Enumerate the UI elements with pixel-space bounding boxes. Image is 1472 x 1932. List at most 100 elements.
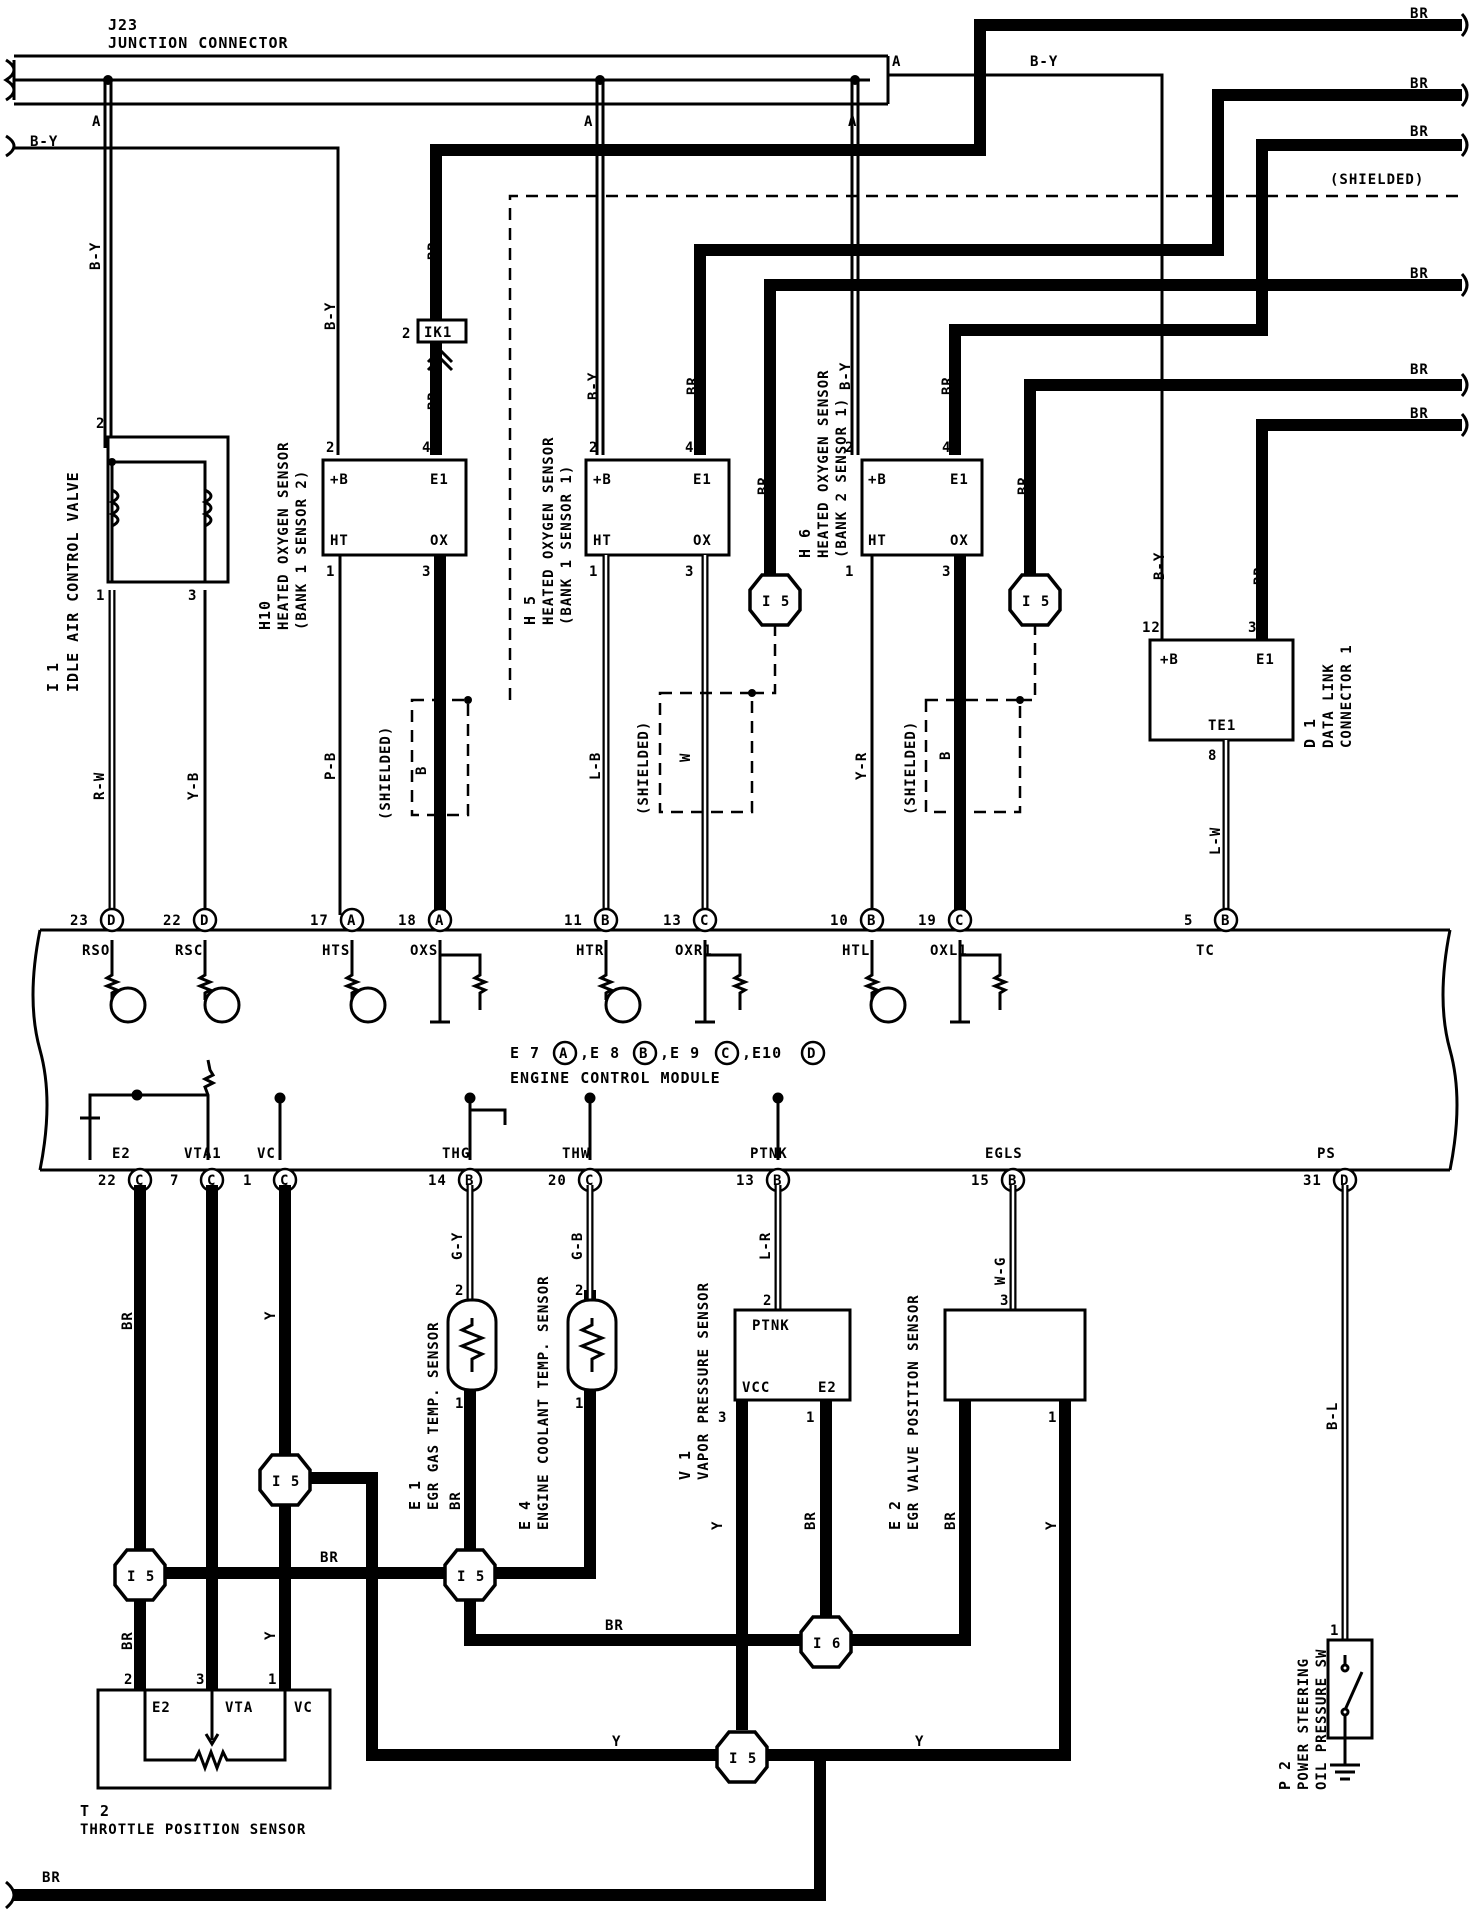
svg-text:B: B xyxy=(414,766,430,775)
ecm-pin-number: 7 xyxy=(170,1173,179,1189)
svg-text:2: 2 xyxy=(589,440,598,456)
ecm-pin-label: OXR1 xyxy=(675,943,713,959)
svg-text:,E 8: ,E 8 xyxy=(580,1044,620,1062)
svg-text:CONNECTOR 1: CONNECTOR 1 xyxy=(1339,644,1355,748)
svg-text:(SHIELDED): (SHIELDED) xyxy=(636,721,652,815)
engine-control-module: E 7 A ,E 8 B ,E 9 C ,E10 D ENGINE CONTRO… xyxy=(31,928,1459,1172)
svg-text:ENGINE COOLANT TEMP. SENSOR: ENGINE COOLANT TEMP. SENSOR xyxy=(536,1275,552,1530)
svg-text:I 5: I 5 xyxy=(1022,594,1050,610)
ecm-pin-label: VTA1 xyxy=(184,1146,222,1162)
svg-text:L-W: L-W xyxy=(1208,827,1224,855)
ecm-pin-connector: B xyxy=(1008,1173,1017,1189)
splice-i5-left: I 5 xyxy=(113,1548,167,1602)
svg-text:(SHIELDED): (SHIELDED) xyxy=(378,726,394,820)
heated-oxygen-sensor-h10: +B E1 HT OX 2 4 1 3 H10 HEATED OXYGEN SE… xyxy=(256,440,468,630)
svg-text:A: A xyxy=(559,1046,568,1062)
svg-text:E1: E1 xyxy=(950,472,969,488)
svg-text:BR: BR xyxy=(426,391,442,410)
svg-text:2: 2 xyxy=(96,416,105,432)
svg-text:BR: BR xyxy=(1410,76,1429,92)
svg-text:C: C xyxy=(721,1046,730,1062)
i1-name: IDLE AIR CONTROL VALVE xyxy=(64,471,82,692)
svg-text:V 1: V 1 xyxy=(676,1450,694,1480)
ecm-pin-label: RSO xyxy=(82,943,110,959)
svg-text:P-B: P-B xyxy=(323,752,339,780)
svg-text:B: B xyxy=(639,1046,648,1062)
svg-text:12: 12 xyxy=(1142,620,1161,636)
svg-text:Y: Y xyxy=(710,1521,726,1530)
ecm-pin-connector: A xyxy=(347,913,356,929)
svg-text:HT: HT xyxy=(868,533,887,549)
ecm-pin-label: THG xyxy=(442,1146,470,1162)
svg-text:VCC: VCC xyxy=(742,1380,770,1396)
svg-text:BR: BR xyxy=(1016,476,1032,495)
svg-text:(BANK 1 SENSOR 2): (BANK 1 SENSOR 2) xyxy=(294,470,310,630)
ecm-pin-label: HTL xyxy=(842,943,870,959)
svg-text:E 4: E 4 xyxy=(516,1500,534,1530)
svg-text:3: 3 xyxy=(188,588,197,604)
svg-text:3: 3 xyxy=(196,1672,205,1688)
i1-id: I 1 xyxy=(44,662,62,692)
svg-text:I 5: I 5 xyxy=(127,1569,155,1585)
ecm-pin-number: 17 xyxy=(310,913,329,929)
ecm-pin-connector: C xyxy=(585,1173,594,1189)
svg-text:IK1: IK1 xyxy=(424,325,452,341)
svg-text:2: 2 xyxy=(763,1293,772,1309)
svg-text:HT: HT xyxy=(593,533,612,549)
svg-text:+B: +B xyxy=(593,472,612,488)
svg-text:VC: VC xyxy=(294,1700,313,1716)
svg-text:G-Y: G-Y xyxy=(450,1232,466,1260)
splice-i5-throttle: I 5 xyxy=(258,1453,312,1507)
splice-i5-bottom: I 5 xyxy=(715,1730,769,1784)
ecm-pin-number: 13 xyxy=(736,1173,755,1189)
ecm-pin-number: 11 xyxy=(564,913,583,929)
svg-text:Y: Y xyxy=(612,1734,621,1750)
svg-text:BR: BR xyxy=(1410,266,1429,282)
svg-text:OX: OX xyxy=(693,533,712,549)
ecm-pin-number: 13 xyxy=(663,913,682,929)
splice-i5-a: I 5 xyxy=(748,573,802,627)
svg-text:1: 1 xyxy=(96,588,105,604)
ecm-top-pins: D23RSOD22RSCA17HTSA18OXSB11HTRC13OXR1B10… xyxy=(70,907,1239,959)
svg-text:BR: BR xyxy=(120,1631,136,1650)
svg-text:Y: Y xyxy=(1044,1521,1060,1530)
egr-gas-temp-sensor-e1: 2 1 E 1 EGR GAS TEMP. SENSOR xyxy=(406,1283,498,1510)
svg-text:BR: BR xyxy=(42,1870,61,1886)
ecm-pin-label: THW xyxy=(562,1146,590,1162)
svg-text:B-L: B-L xyxy=(1325,1402,1341,1430)
svg-text:4: 4 xyxy=(422,440,431,456)
ecm-pin-connector: C xyxy=(955,913,964,929)
svg-text:(SHIELDED): (SHIELDED) xyxy=(903,721,919,815)
svg-text:1: 1 xyxy=(575,1396,584,1412)
svg-text:BR: BR xyxy=(756,476,772,495)
svg-text:B-Y: B-Y xyxy=(1152,552,1168,580)
svg-text:THROTTLE POSITION SENSOR: THROTTLE POSITION SENSOR xyxy=(80,1822,306,1838)
svg-text:B-Y: B-Y xyxy=(586,372,602,400)
svg-text:HEATED OXYGEN SENSOR: HEATED OXYGEN SENSOR xyxy=(276,441,292,630)
svg-text:BR: BR xyxy=(320,1550,339,1566)
svg-text:I 6: I 6 xyxy=(813,1636,841,1652)
svg-text:I 5: I 5 xyxy=(729,1751,757,1767)
svg-text:BR: BR xyxy=(1252,566,1268,585)
svg-text:PTNK: PTNK xyxy=(752,1318,790,1334)
svg-text:E 7: E 7 xyxy=(510,1044,540,1062)
svg-text:1: 1 xyxy=(589,564,598,580)
ecm-pin-number: 1 xyxy=(243,1173,252,1189)
svg-text:1: 1 xyxy=(455,1396,464,1412)
svg-text:3: 3 xyxy=(1000,1293,1009,1309)
svg-text:BR: BR xyxy=(685,376,701,395)
connector-ik1: 2 IK1 xyxy=(402,318,468,372)
svg-text:L-R: L-R xyxy=(758,1232,774,1260)
ecm-pin-label: E2 xyxy=(112,1146,131,1162)
power-steering-oil-pressure-switch-p2: 1 P 2 POWER STEERING OIL PRESSURE SW xyxy=(1276,1623,1374,1790)
svg-text:2: 2 xyxy=(402,326,411,342)
svg-text:B-Y: B-Y xyxy=(323,302,339,330)
svg-text:,E10: ,E10 xyxy=(742,1044,782,1062)
ecm-title: E 7 A ,E 8 B ,E 9 C ,E10 D ENGINE CONTRO… xyxy=(510,1040,826,1087)
